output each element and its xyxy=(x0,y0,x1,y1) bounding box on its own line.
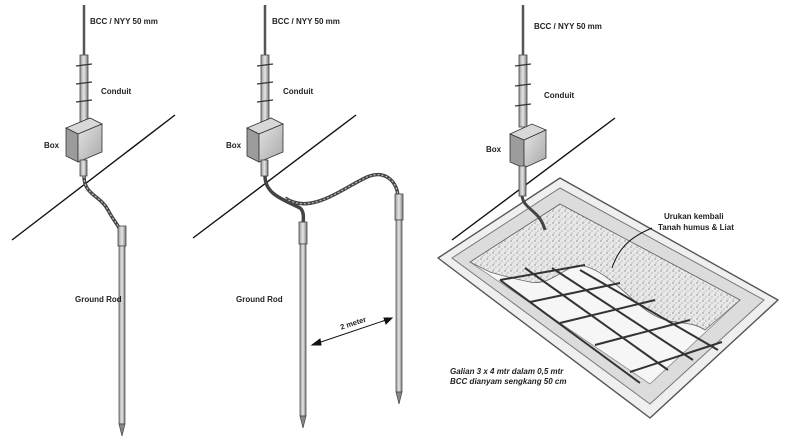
ground-surface-line xyxy=(192,114,357,239)
panel-middle: 2 meter BCC / NYY 50 mm Conduit Box Grou… xyxy=(192,5,404,429)
rod-label: Ground Rod xyxy=(75,295,122,304)
backfill-pointer xyxy=(611,227,653,269)
ground-rod xyxy=(117,225,127,437)
box-label: Box xyxy=(44,141,60,150)
backfill-label-line2: Tanah humus & Liat xyxy=(658,223,734,232)
cable-label: BCC / NYY 50 mm xyxy=(90,17,158,26)
box-label: Box xyxy=(226,141,242,150)
conduit xyxy=(518,54,528,128)
junction-box xyxy=(65,117,103,163)
backfill-label-line1: Urukan kembali xyxy=(664,212,724,221)
ground-cable xyxy=(263,175,306,229)
conduit-clamps xyxy=(514,63,532,107)
note-line1: Galian 3 x 4 mtr dalam 0,5 mtr xyxy=(450,367,564,376)
cable-label: BCC / NYY 50 mm xyxy=(534,22,602,31)
junction-box xyxy=(246,117,284,163)
panel-right: BCC / NYY 50 mm Conduit Box Urukan kemba… xyxy=(437,5,779,419)
spacing-dimension xyxy=(310,317,394,346)
conduit-label: Conduit xyxy=(544,91,575,100)
panel-left: BCC / NYY 50 mm Conduit Box Ground Rod xyxy=(11,5,176,437)
conduit-label: Conduit xyxy=(101,87,132,96)
spacing-label: 2 meter xyxy=(339,315,367,332)
ground-rod-2 xyxy=(394,193,404,405)
cable-label: BCC / NYY 50 mm xyxy=(272,17,340,26)
conduit-label: Conduit xyxy=(283,87,314,96)
backfill-soil xyxy=(469,203,741,331)
ground-rod-1 xyxy=(298,221,308,429)
conduit-clamps xyxy=(75,63,93,103)
box-label: Box xyxy=(486,145,502,154)
ground-surface-line xyxy=(451,117,616,241)
junction-box xyxy=(509,123,547,169)
conduit-clamps xyxy=(256,63,274,103)
rod-label: Ground Rod xyxy=(236,295,283,304)
note-line2: BCC dianyam sengkang 50 cm xyxy=(450,377,566,386)
bcc-mesh xyxy=(499,264,723,384)
ground-cable xyxy=(82,175,124,237)
ground-surface-line xyxy=(11,114,176,241)
